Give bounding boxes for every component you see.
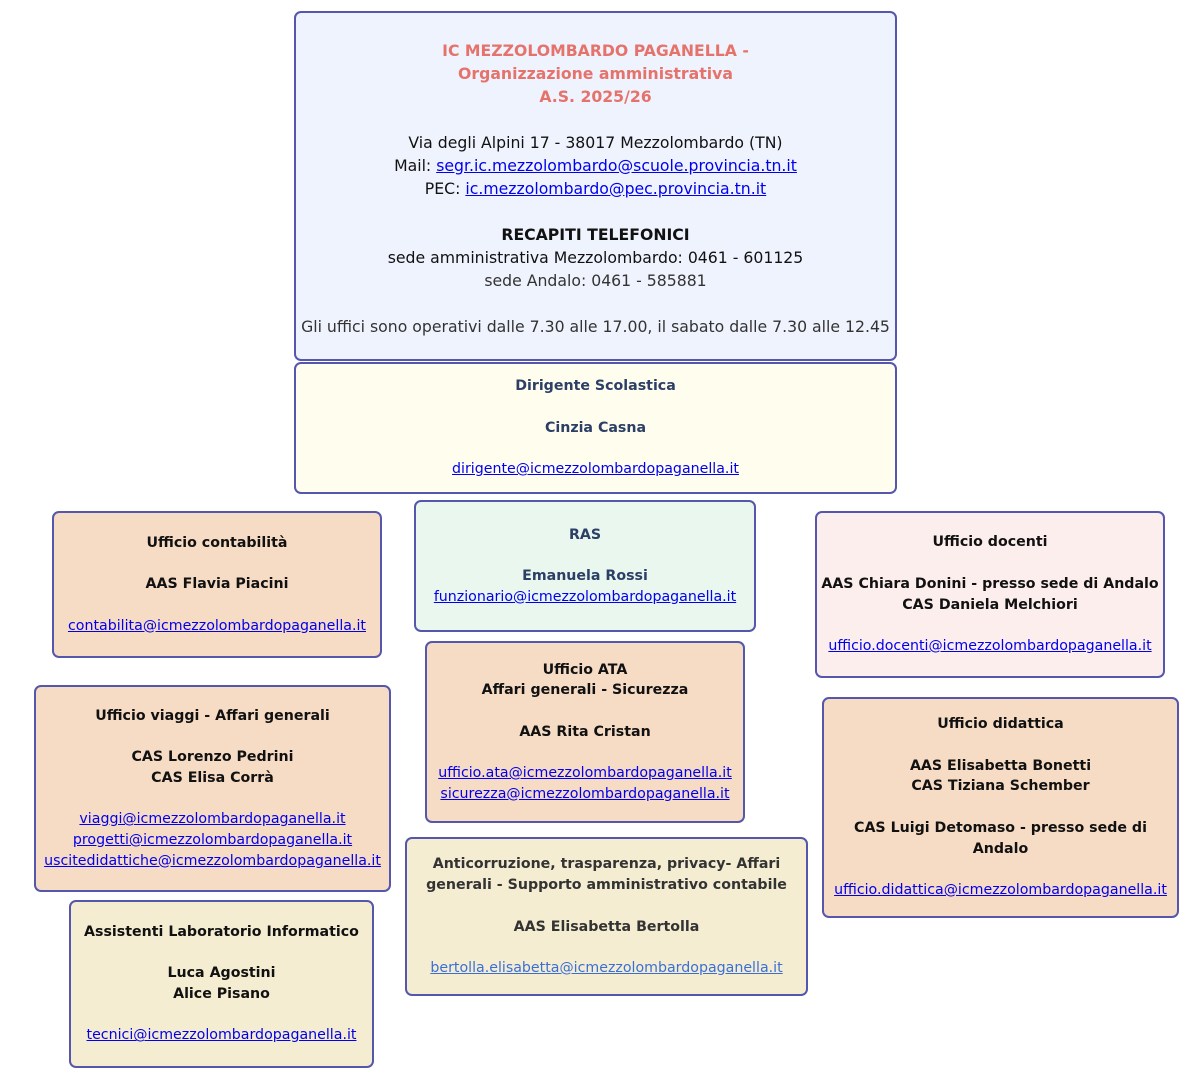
org-title-line3: A.S. 2025/26 xyxy=(539,86,652,106)
anticorruzione-title2: generali - Supporto amministrativo conta… xyxy=(426,877,787,894)
docenti-title: Ufficio docenti xyxy=(932,534,1048,551)
didattica-email-link[interactable]: ufficio.didattica@icmezzolombardopaganel… xyxy=(834,881,1167,898)
contabilita-person: AAS Flavia Piacini xyxy=(145,576,289,593)
contabilita-email-link[interactable]: contabilita@icmezzolombardopaganella.it xyxy=(68,617,366,634)
dirigente-email-link[interactable]: dirigente@icmezzolombardopaganella.it xyxy=(452,461,739,478)
laboratorio-person2: Alice Pisano xyxy=(173,986,270,1002)
ras-name: Emanuela Rossi xyxy=(522,567,648,584)
contabilita-title: Ufficio contabilità xyxy=(146,534,288,551)
pec-label: PEC: xyxy=(424,178,466,198)
ata-title2: Affari generali - Sicurezza xyxy=(481,682,689,699)
office-hours: Gli uffici sono operativi dalle 7.30 all… xyxy=(301,316,890,336)
viaggi-box: Ufficio viaggi - Affari generali CAS Lor… xyxy=(34,685,391,892)
org-title-line2: Organizzazione amministrativa xyxy=(458,63,733,83)
viaggi-title: Ufficio viaggi - Affari generali xyxy=(95,707,330,724)
laboratorio-box: Assistenti Laboratorio Informatico Luca … xyxy=(69,900,374,1068)
laboratorio-email-link[interactable]: tecnici@icmezzolombardopaganella.it xyxy=(86,1027,357,1044)
laboratorio-title: Assistenti Laboratorio Informatico xyxy=(84,923,359,940)
docenti-box: Ufficio docenti AAS Chiara Donini - pres… xyxy=(815,511,1165,678)
didattica-person2: CAS Tiziana Schember xyxy=(911,778,1090,795)
pec-link[interactable]: ic.mezzolombardo@pec.provincia.tn.it xyxy=(465,178,767,198)
ata-title1: Ufficio ATA xyxy=(542,661,628,678)
ras-box: RAS Emanuela Rossi funzionario@icmezzolo… xyxy=(414,500,756,632)
didattica-title: Ufficio didattica xyxy=(937,716,1064,733)
dirigente-title: Dirigente Scolastica xyxy=(515,378,676,395)
org-title-line1: IC MEZZOLOMBARDO PAGANELLA - xyxy=(442,40,749,60)
sicurezza-email-link[interactable]: sicurezza@icmezzolombardopaganella.it xyxy=(440,785,730,802)
didattica-box: Ufficio didattica AAS Elisabetta Bonetti… xyxy=(822,697,1179,918)
dirigente-box: Dirigente Scolastica Cinzia Casna dirige… xyxy=(294,362,897,494)
pec-line: PEC: ic.mezzolombardo@pec.provincia.tn.i… xyxy=(296,177,895,200)
address: Via degli Alpini 17 - 38017 Mezzolombard… xyxy=(408,132,783,152)
header-box: IC MEZZOLOMBARDO PAGANELLA - Organizzazi… xyxy=(294,11,897,361)
phone-main: sede amministrativa Mezzolombardo: 0461 … xyxy=(387,247,804,267)
anticorruzione-person: AAS Elisabetta Bertolla xyxy=(513,918,700,935)
laboratorio-person1: Luca Agostini xyxy=(167,965,276,982)
progetti-email-link[interactable]: progetti@icmezzolombardopaganella.it xyxy=(72,831,353,848)
mail-label: Mail: xyxy=(394,155,437,175)
viaggi-email-link[interactable]: viaggi@icmezzolombardopaganella.it xyxy=(79,811,346,828)
docenti-person2: CAS Daniela Melchiori xyxy=(902,596,1078,613)
anticorruzione-email-link[interactable]: bertolla.elisabetta@icmezzolombardopagan… xyxy=(430,959,783,976)
didattica-person1: AAS Elisabetta Bonetti xyxy=(909,757,1092,774)
ata-person: AAS Rita Cristan xyxy=(519,723,651,740)
phones-title: RECAPITI TELEFONICI xyxy=(501,224,690,244)
didattica-person3: CAS Luigi Detomaso - presso sede di Anda… xyxy=(854,819,1147,857)
mail-line: Mail: segr.ic.mezzolombardo@scuole.provi… xyxy=(296,154,895,177)
viaggi-person2: CAS Elisa Corrà xyxy=(151,769,274,786)
ras-title: RAS xyxy=(568,526,602,543)
viaggi-person1: CAS Lorenzo Pedrini xyxy=(131,749,294,766)
uscitedidattiche-email-link[interactable]: uscitedidattiche@icmezzolombardopaganell… xyxy=(44,852,381,869)
contabilita-box: Ufficio contabilità AAS Flavia Piacini c… xyxy=(52,511,382,658)
docenti-person1: AAS Chiara Donini - presso sede di Andal… xyxy=(821,575,1159,592)
ata-email-link[interactable]: ufficio.ata@icmezzolombardopaganella.it xyxy=(438,765,732,782)
ata-box: Ufficio ATA Affari generali - Sicurezza … xyxy=(425,641,745,823)
phone-andalo: sede Andalo: 0461 - 585881 xyxy=(484,270,707,290)
anticorruzione-title1: Anticorruzione, trasparenza, privacy- Af… xyxy=(432,856,781,873)
mail-link[interactable]: segr.ic.mezzolombardo@scuole.provincia.t… xyxy=(436,155,797,175)
anticorruzione-box: Anticorruzione, trasparenza, privacy- Af… xyxy=(405,837,808,996)
ras-email-link[interactable]: funzionario@icmezzolombardopaganella.it xyxy=(433,588,737,605)
docenti-email-link[interactable]: ufficio.docenti@icmezzolombardopaganella… xyxy=(828,637,1152,654)
dirigente-name: Cinzia Casna xyxy=(544,419,647,436)
